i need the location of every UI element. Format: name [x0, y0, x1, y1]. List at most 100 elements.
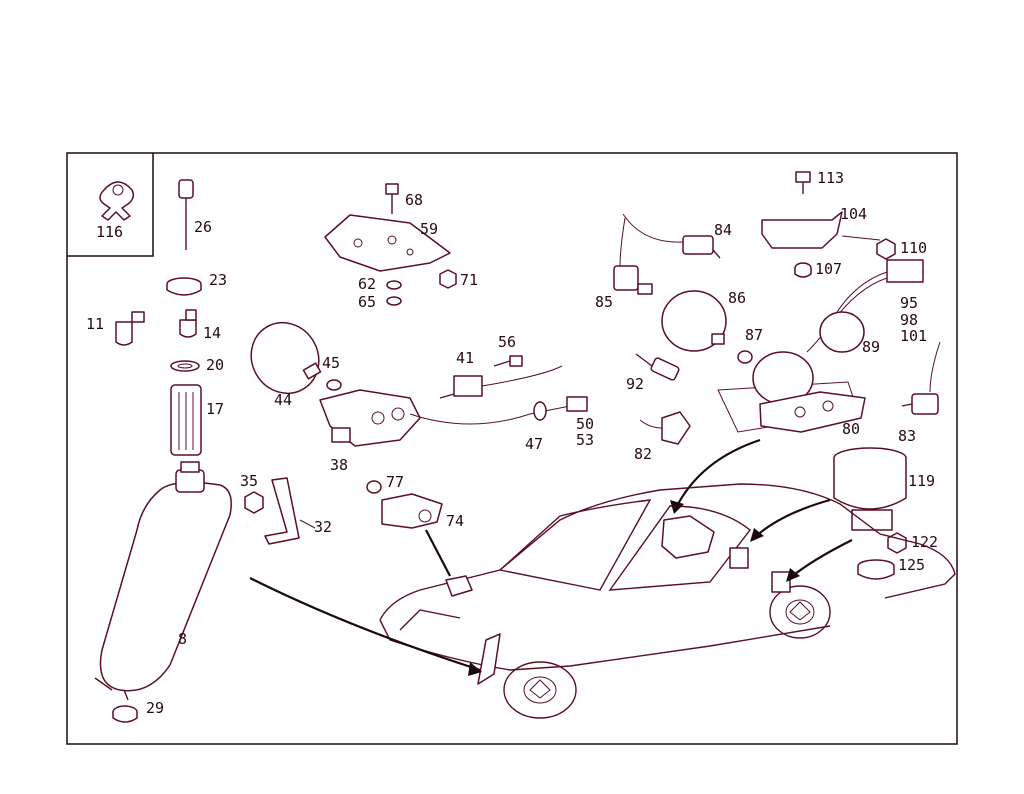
part-77-grommet[interactable] — [366, 480, 382, 494]
part-89-grommet[interactable] — [819, 311, 865, 353]
label-122: 122 — [911, 533, 938, 551]
label-65: 65 — [358, 293, 376, 311]
part-44-accumulator[interactable] — [238, 310, 331, 405]
label-26: 26 — [194, 218, 212, 236]
part-119-accumulator[interactable] — [833, 447, 907, 531]
arrow-reservoir-to-car — [249, 577, 481, 672]
part-110-nut[interactable] — [876, 238, 896, 260]
label-104: 104 — [840, 205, 867, 223]
label-84: 84 — [714, 221, 732, 239]
part-122-nut[interactable] — [887, 532, 907, 554]
label-68: 68 — [405, 191, 423, 209]
diagram-frame — [66, 152, 958, 745]
label-116: 116 — [96, 223, 123, 241]
part-29-grommet[interactable] — [112, 705, 138, 723]
label-74: 74 — [446, 512, 464, 530]
label-56: 56 — [498, 333, 516, 351]
car-accumulator-rear-1[interactable] — [729, 547, 749, 569]
label-92: 92 — [626, 375, 644, 393]
part-125-mount[interactable] — [857, 559, 895, 580]
part-45-oring[interactable] — [326, 379, 342, 391]
part-85-sensor[interactable] — [613, 217, 653, 295]
part-80-valve-block[interactable] — [717, 351, 866, 433]
car-strut-front[interactable] — [477, 633, 501, 685]
part-17-filter[interactable] — [170, 384, 202, 456]
label-38: 38 — [330, 456, 348, 474]
label-107: 107 — [815, 260, 842, 278]
part-32-bracket[interactable] — [264, 477, 316, 545]
label-32: 32 — [314, 518, 332, 536]
part-14-fitting[interactable] — [179, 309, 197, 338]
label-20: 20 — [206, 356, 224, 374]
part-116-clip[interactable] — [99, 181, 135, 221]
part-68-bolt[interactable] — [385, 183, 399, 214]
label-98: 98 — [900, 311, 918, 329]
label-77: 77 — [386, 473, 404, 491]
label-95: 95 — [900, 294, 918, 312]
car-valve-front[interactable] — [445, 575, 473, 597]
label-23: 23 — [209, 271, 227, 289]
label-101: 101 — [900, 327, 927, 345]
arrowhead-reservoir — [468, 662, 482, 676]
part-41-sensor[interactable] — [439, 375, 483, 399]
car-accumulator-rear-2[interactable] — [771, 571, 791, 593]
part-87-oring[interactable] — [737, 350, 753, 364]
label-85: 85 — [595, 293, 613, 311]
car-valve-block-mounted[interactable] — [661, 515, 715, 559]
part-59-bracket[interactable] — [324, 214, 451, 272]
label-86: 86 — [728, 289, 746, 307]
part-113-bolt[interactable] — [795, 171, 811, 194]
label-87: 87 — [745, 326, 763, 344]
part-74-bracket[interactable] — [381, 493, 443, 529]
part-83-switch[interactable] — [901, 341, 941, 415]
label-113: 113 — [817, 169, 844, 187]
part-71-nut[interactable] — [439, 269, 457, 289]
label-119: 119 — [908, 472, 935, 490]
part-11-fitting[interactable] — [115, 311, 145, 346]
part-107-grommet[interactable] — [794, 262, 812, 278]
label-50: 50 — [576, 415, 594, 433]
label-71: 71 — [460, 271, 478, 289]
label-44: 44 — [274, 391, 292, 409]
arrow-80-to-car — [675, 438, 761, 509]
label-125: 125 — [898, 556, 925, 574]
wire-harness — [409, 365, 571, 425]
part-26-dipstick[interactable] — [178, 179, 194, 250]
label-35: 35 — [240, 472, 258, 490]
label-47: 47 — [525, 435, 543, 453]
label-41: 41 — [456, 349, 474, 367]
part-62-grommet[interactable] — [386, 280, 402, 306]
label-80: 80 — [842, 420, 860, 438]
arrow-74-to-car — [425, 529, 451, 577]
label-110: 110 — [900, 239, 927, 257]
label-14: 14 — [203, 324, 221, 342]
label-89: 89 — [862, 338, 880, 356]
part-86-accumulator[interactable] — [661, 290, 727, 352]
part-47-connector[interactable] — [533, 401, 547, 421]
arrowhead-119b — [786, 568, 800, 582]
label-29: 29 — [146, 699, 164, 717]
part-20-washer[interactable] — [170, 360, 200, 372]
label-8: 8 — [178, 630, 187, 648]
label-53: 53 — [576, 431, 594, 449]
part-35-nut[interactable] — [244, 491, 264, 514]
arrowhead-119a — [750, 528, 764, 542]
label-45: 45 — [322, 354, 340, 372]
part-50-plug[interactable] — [566, 396, 588, 412]
label-83: 83 — [898, 427, 916, 445]
part-82-sensor[interactable] — [639, 411, 691, 445]
part-56-screw[interactable] — [493, 355, 523, 367]
part-38-valve-unit[interactable] — [319, 389, 421, 447]
arrow-119-to-car-2 — [789, 539, 853, 579]
label-11: 11 — [86, 315, 104, 333]
arrowhead-80 — [670, 500, 684, 514]
label-82: 82 — [634, 445, 652, 463]
arrow-119-to-car-1 — [753, 498, 831, 539]
part-104-bracket[interactable] — [761, 211, 881, 249]
inset-box — [67, 153, 154, 257]
part-23-cap[interactable] — [166, 277, 202, 296]
part-8-reservoir[interactable] — [94, 461, 232, 701]
part-84-sensor[interactable] — [622, 213, 721, 259]
part-92-switch[interactable] — [635, 353, 680, 381]
